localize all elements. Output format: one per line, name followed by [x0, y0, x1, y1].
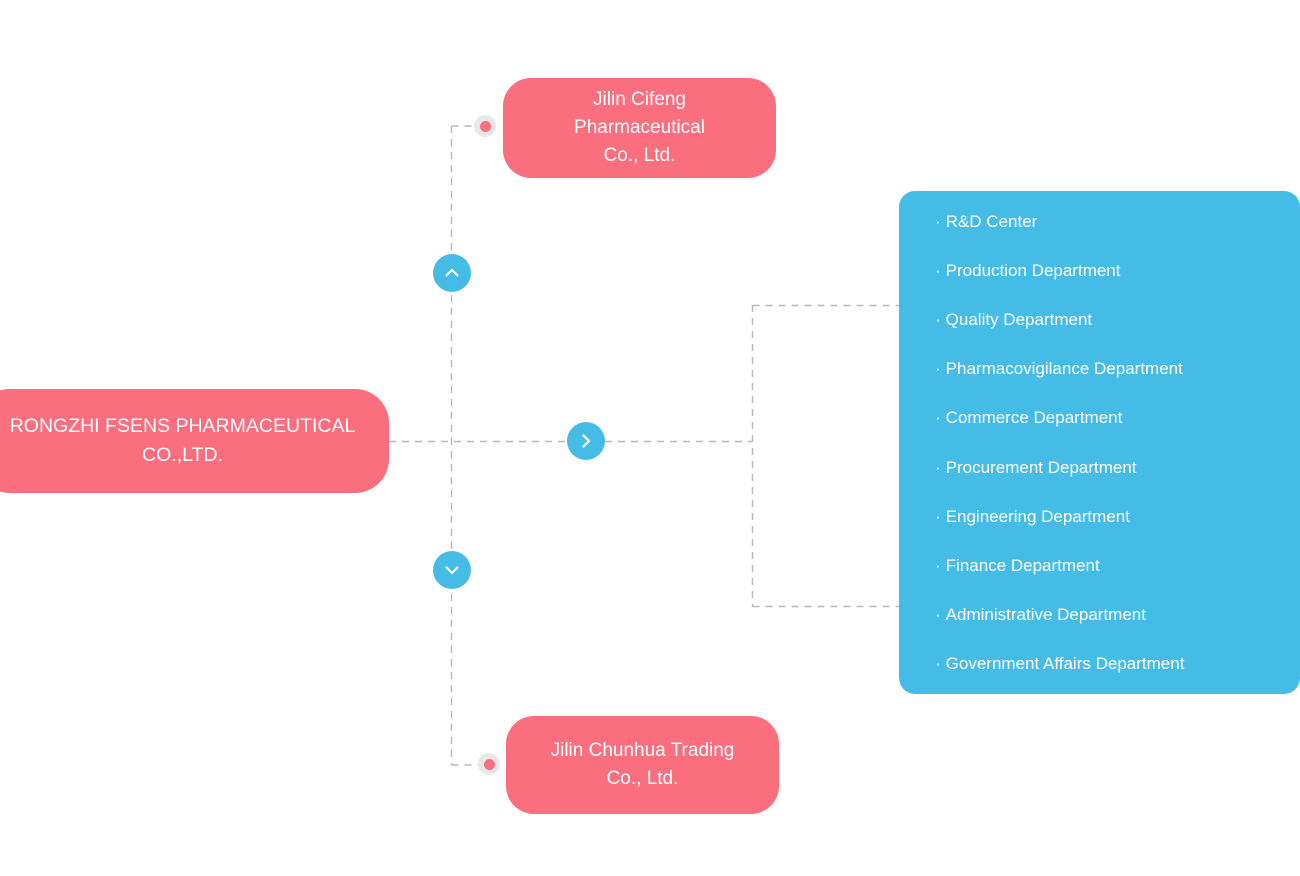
department-label: Procurement Department: [945, 457, 1137, 477]
chevron-down-icon: [445, 566, 459, 575]
department-item[interactable]: ·Government Affairs Department: [899, 655, 1300, 672]
department-label: Pharmacovigilance Department: [945, 359, 1183, 379]
department-item[interactable]: ·Finance Department: [899, 557, 1300, 574]
bullet-inner-dot: [479, 120, 491, 132]
bullet-dot-icon: ·: [935, 653, 941, 673]
bullet-dot-icon: ·: [935, 604, 941, 624]
bullet-dot-icon: ·: [935, 359, 941, 379]
department-label: Government Affairs Department: [945, 653, 1185, 673]
department-item[interactable]: ·Commerce Department: [899, 409, 1300, 426]
bullet-dot-icon: ·: [935, 555, 941, 575]
bullet-dot-icon: ·: [935, 408, 941, 428]
bullet-dot-icon: ·: [935, 212, 941, 231]
panel-departments: ·R&D Center ·Production Department ·Qual…: [899, 191, 1300, 694]
collapse-up-button[interactable]: [433, 254, 471, 292]
expand-right-button[interactable]: [567, 422, 605, 460]
department-item[interactable]: ·Pharmacovigilance Department: [899, 360, 1300, 377]
department-label: Production Department: [945, 261, 1121, 281]
collapse-down-button[interactable]: [433, 551, 471, 589]
department-item[interactable]: ·Procurement Department: [899, 459, 1300, 476]
department-item[interactable]: ·R&D Center: [899, 213, 1300, 230]
bullet-dot-icon: ·: [935, 506, 941, 526]
chevron-right-icon: [582, 434, 591, 448]
department-label: Engineering Department: [945, 506, 1130, 526]
bullet-dot-icon: ·: [935, 261, 941, 281]
department-item[interactable]: ·Administrative Department: [899, 606, 1300, 623]
bullet-inner-dot: [483, 758, 495, 770]
department-label: Finance Department: [945, 555, 1100, 575]
bullet-dot-icon: ·: [935, 457, 941, 477]
bullet-connector-cifeng[interactable]: [474, 115, 496, 137]
chevron-up-icon: [445, 268, 459, 277]
department-item[interactable]: ·Production Department: [899, 262, 1300, 279]
department-item[interactable]: ·Engineering Department: [899, 508, 1300, 525]
department-label: Commerce Department: [945, 408, 1123, 428]
bullet-dot-icon: ·: [935, 310, 941, 330]
bullet-connector-chunhua[interactable]: [478, 753, 500, 775]
department-label: Administrative Department: [945, 604, 1146, 624]
department-label: Quality Department: [945, 310, 1093, 330]
department-label: R&D Center: [945, 212, 1038, 231]
department-item[interactable]: ·Quality Department: [899, 311, 1300, 328]
